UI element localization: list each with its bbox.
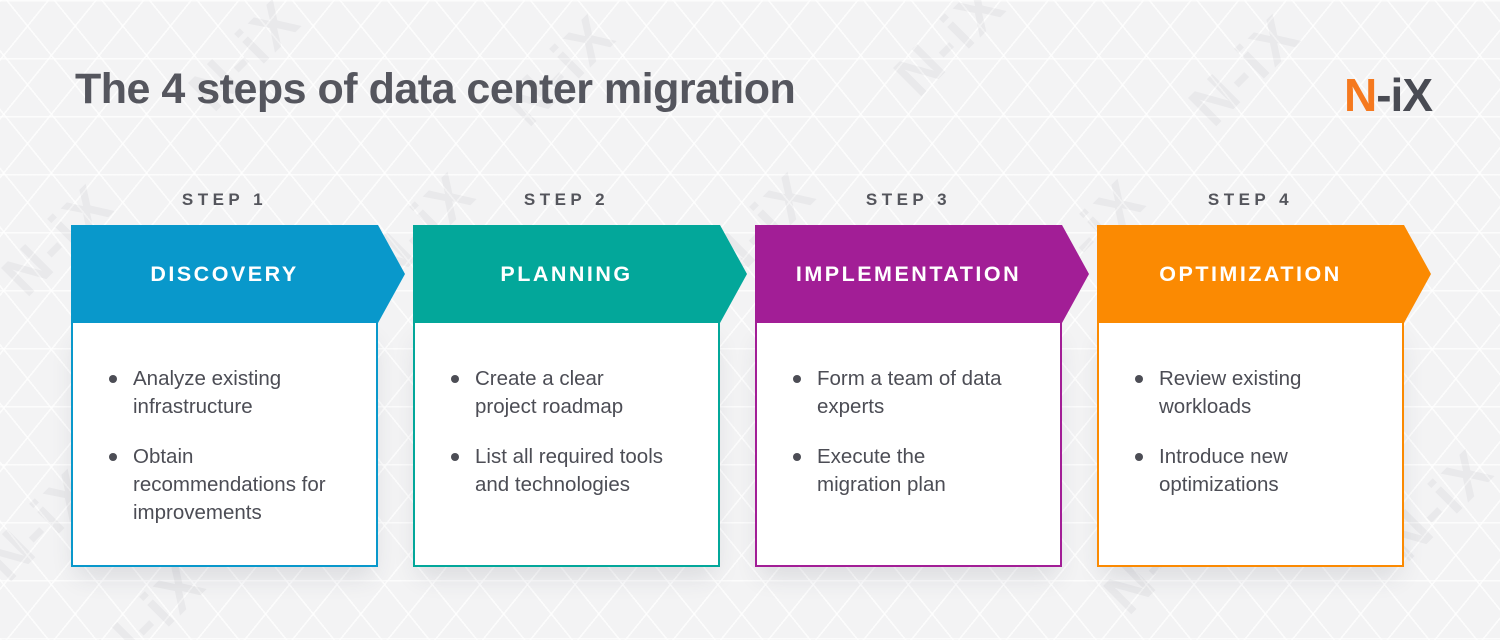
bullet-item: Review existing workloads — [1135, 365, 1374, 421]
bullet-list: Review existing workloads Introduce new … — [1135, 365, 1374, 499]
steps-row: STEP 1 DISCOVERY Analyze existing infras… — [71, 190, 1431, 567]
bullet-item: Execute the migration plan — [793, 443, 1032, 499]
step-body: Analyze existing infrastructure Obtain r… — [71, 323, 378, 567]
step-banner-arrow: IMPLEMENTATION — [755, 225, 1089, 323]
logo-rest: -iX — [1376, 69, 1433, 121]
step-title: PLANNING — [500, 261, 633, 286]
bullet-dot — [451, 375, 459, 383]
step-banner-arrow: PLANNING — [413, 225, 747, 323]
bullet-dot — [793, 375, 801, 383]
background-watermark: N-iX — [881, 0, 1019, 109]
step-title: IMPLEMENTATION — [795, 261, 1022, 286]
bullet-dot — [109, 453, 117, 461]
step-label: STEP 1 — [181, 190, 268, 209]
bullet-text: Introduce new optimizations — [1159, 445, 1288, 496]
bullet-text: Execute the migration plan — [817, 445, 946, 496]
bullet-text: Create a clear project roadmap — [475, 367, 624, 418]
bullet-text: Obtain recommendations for improvements — [133, 445, 326, 524]
bullet-dot — [1135, 375, 1143, 383]
bullet-dot — [451, 453, 459, 461]
bullet-text: Review existing workloads — [1159, 367, 1302, 418]
nix-logo: N-iX — [1343, 68, 1433, 122]
bullet-list: Analyze existing infrastructure Obtain r… — [109, 365, 348, 527]
step-body: Form a team of data experts Execute the … — [755, 323, 1062, 567]
bullet-item: List all required tools and technologies — [451, 443, 690, 499]
bullet-item: Introduce new optimizations — [1135, 443, 1374, 499]
step-body: Create a clear project roadmap List all … — [413, 323, 720, 567]
step-banner-arrow: DISCOVERY — [71, 225, 405, 323]
step-title: DISCOVERY — [150, 261, 299, 286]
bullet-list: Form a team of data experts Execute the … — [793, 365, 1032, 499]
bullet-dot — [109, 375, 117, 383]
step-card-optimization: STEP 4 OPTIMIZATION Review existing work… — [1097, 190, 1431, 567]
bullet-item: Create a clear project roadmap — [451, 365, 690, 421]
step-label: STEP 2 — [523, 190, 610, 209]
bullet-item: Form a team of data experts — [793, 365, 1032, 421]
bullet-item: Analyze existing infrastructure — [109, 365, 348, 421]
bullet-item: Obtain recommendations for improvements — [109, 443, 348, 527]
step-label: STEP 3 — [865, 190, 952, 209]
step-body: Review existing workloads Introduce new … — [1097, 323, 1404, 567]
step-card-discovery: STEP 1 DISCOVERY Analyze existing infras… — [71, 190, 405, 567]
step-label: STEP 4 — [1207, 190, 1294, 209]
bullet-text: Form a team of data experts — [817, 367, 1002, 418]
bullet-dot — [793, 453, 801, 461]
background-watermark: N-iX — [1176, 1, 1314, 139]
step-banner-arrow: OPTIMIZATION — [1097, 225, 1431, 323]
step-card-planning: STEP 2 PLANNING Create a clear project r… — [413, 190, 747, 567]
bullet-text: List all required tools and technologies — [475, 445, 664, 496]
bullet-text: Analyze existing infrastructure — [133, 367, 282, 418]
logo-accent-letter: N — [1343, 69, 1377, 121]
page-title: The 4 steps of data center migration — [75, 65, 796, 113]
bullet-dot — [1135, 453, 1143, 461]
step-card-implementation: STEP 3 IMPLEMENTATION Form a team of dat… — [755, 190, 1089, 567]
bullet-list: Create a clear project roadmap List all … — [451, 365, 690, 499]
step-title: OPTIMIZATION — [1159, 261, 1342, 286]
